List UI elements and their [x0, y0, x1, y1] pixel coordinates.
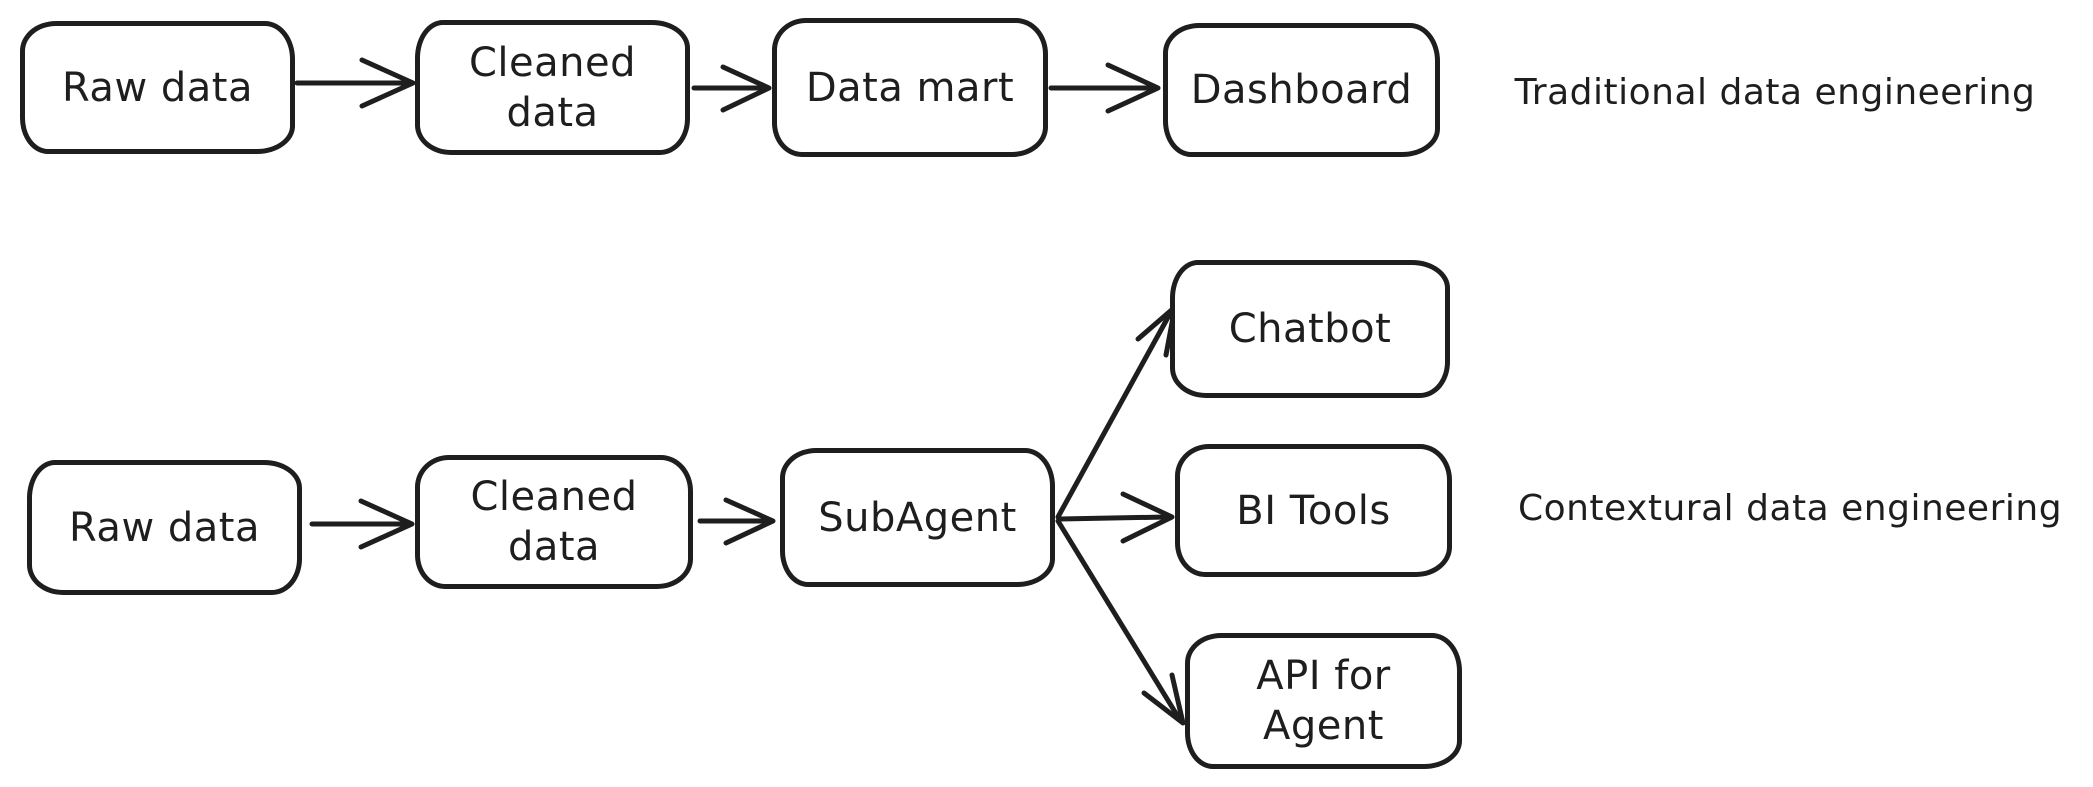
- edge-subagent-to-bitools: [1057, 491, 1175, 544]
- node-cleaned-data-top-label: Cleaned data: [468, 39, 636, 136]
- edge-datamart-to-dashboard: [1048, 62, 1161, 114]
- node-bi-tools-label: BI Tools: [1236, 487, 1391, 534]
- node-raw-data-bottom: Raw data: [27, 460, 302, 595]
- node-cleaned-data-bottom: Cleaned data: [415, 455, 693, 589]
- node-api-for-agent: API for Agent: [1185, 633, 1462, 769]
- node-bi-tools: BI Tools: [1175, 444, 1452, 577]
- node-cleaned-data-top: Cleaned data: [415, 20, 690, 155]
- caption-traditional: Traditional data engineering: [1514, 71, 2036, 113]
- node-dashboard: Dashboard: [1163, 23, 1440, 157]
- edge-cleaneddata-to-datamart: [691, 64, 772, 113]
- edge-subagent-to-apiforagent: [1055, 518, 1186, 726]
- node-raw-data-bottom-label: Raw data: [69, 504, 260, 551]
- node-cleaned-data-bottom-label: Cleaned data: [470, 474, 638, 570]
- node-chatbot: Chatbot: [1170, 260, 1450, 398]
- node-raw-data-top: Raw data: [20, 21, 295, 154]
- edge-cleaneddata-to-subagent: [697, 497, 776, 546]
- caption-contextural: Contextural data engineering: [1517, 487, 2063, 529]
- node-data-mart-label: Data mart: [805, 64, 1015, 111]
- edge-subagent-to-chatbot: [1055, 304, 1178, 520]
- node-chatbot-label: Chatbot: [1228, 306, 1392, 352]
- node-subagent-label: SubAgent: [818, 494, 1017, 541]
- node-subagent: SubAgent: [780, 448, 1055, 587]
- node-raw-data-top-label: Raw data: [62, 64, 253, 111]
- node-api-for-agent-label: API for Agent: [1256, 653, 1391, 749]
- node-dashboard-label: Dashboard: [1190, 67, 1413, 113]
- edge-rawdata-to-cleaneddata-top: [294, 57, 416, 109]
- node-data-mart: Data mart: [772, 18, 1048, 157]
- edge-rawdata-to-cleaneddata-bottom: [309, 498, 415, 550]
